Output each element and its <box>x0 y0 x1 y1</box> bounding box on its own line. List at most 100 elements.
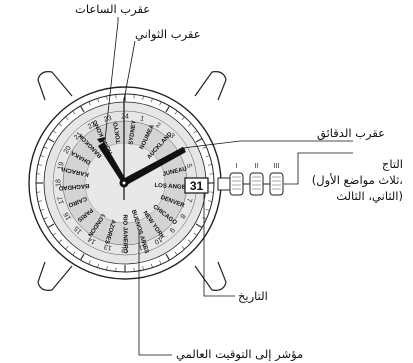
hour-numeral: 12 <box>121 246 129 253</box>
minute-tick <box>72 110 76 115</box>
city-name: TOKYO <box>113 121 122 143</box>
minute-tick <box>174 110 178 115</box>
hour-numeral: 9 <box>168 226 176 234</box>
hour-numeral: 13 <box>103 242 112 251</box>
city-name: SYDNEY <box>128 120 137 145</box>
leader-minute-hand <box>182 140 353 149</box>
leader-hour-hand <box>104 17 119 141</box>
crown-position-1 <box>229 172 244 196</box>
hour-numeral: 18 <box>56 179 63 187</box>
minute-tick <box>205 155 210 158</box>
label-crown-line1: التاج <box>382 157 403 171</box>
hour-numeral: 19 <box>57 161 66 170</box>
minute-tick <box>58 123 63 127</box>
minute-tick <box>195 223 203 229</box>
leader-crown <box>284 152 353 185</box>
minute-tick <box>47 223 55 229</box>
label-minute-hand: عقرب الدقائق <box>317 126 385 141</box>
hour-numeral: 16 <box>63 211 73 221</box>
hour-numeral: 3 <box>168 132 176 140</box>
minute-tick <box>208 200 213 202</box>
watch-lugs <box>37 71 227 291</box>
hour-numeral: 11 <box>138 242 147 251</box>
crown-position-label-3: III <box>274 163 280 170</box>
minute-tick <box>159 101 162 106</box>
hour-numeral: 21 <box>73 131 84 142</box>
date-window <box>184 177 209 194</box>
minute-ticks <box>36 94 214 272</box>
city-name: KARACHI <box>61 165 90 177</box>
crown-grip-lines <box>232 176 281 190</box>
hour-numeral: 14 <box>87 235 97 245</box>
minute-tick <box>205 208 210 211</box>
crown-position-label-1: I <box>236 163 238 170</box>
minute-tick <box>52 232 57 236</box>
hour-numeral: 17 <box>57 195 66 204</box>
minute-tick <box>79 253 85 261</box>
hour-numeral: 24 <box>121 114 129 121</box>
minute-tick <box>193 232 198 236</box>
leader-lines <box>104 17 353 356</box>
hour-numeral: 15 <box>73 224 84 235</box>
city-name: JUNEAU <box>162 166 187 178</box>
minute-tick <box>208 164 213 166</box>
hour-numeral: 2 <box>155 122 162 130</box>
minute-tick <box>65 245 69 250</box>
minute-tick <box>181 116 185 121</box>
minute-tick <box>97 98 100 103</box>
leader-second-hand <box>123 40 136 101</box>
hour-numeral: 7 <box>185 197 193 203</box>
crown-position-2 <box>249 172 264 196</box>
label-hour-hand: عقرب الساعات <box>75 2 150 17</box>
leader-date <box>203 193 235 297</box>
minute-hand <box>121 147 186 186</box>
minute-tick <box>88 101 91 106</box>
minute-tick <box>187 123 192 127</box>
minute-tick <box>159 260 162 265</box>
hour-numeral: 5 <box>185 163 193 169</box>
hour-hand-tip <box>97 137 105 143</box>
hour-numeral: 10 <box>153 235 163 245</box>
city-name: RIO JANEIRO <box>121 214 127 253</box>
label-date: التاريخ <box>238 289 268 304</box>
minute-tick <box>79 105 85 113</box>
minute-tick <box>193 130 198 134</box>
minute-tick <box>47 137 55 143</box>
hour-hand <box>98 142 128 183</box>
minute-tick <box>43 146 48 149</box>
label-crown-line3: الثاني، الثالث) <box>336 189 403 203</box>
minute-tick <box>106 266 108 271</box>
minute-tick <box>142 95 144 100</box>
minute-tick <box>202 146 207 149</box>
minute-tick <box>40 208 45 211</box>
hour-numeral: 1 <box>139 115 145 123</box>
minute-tick <box>97 263 100 268</box>
minute-tick <box>165 105 171 113</box>
minute-tick <box>72 251 76 256</box>
minute-tick <box>181 245 185 250</box>
leader-world-time <box>138 230 172 356</box>
minute-tick <box>174 251 178 256</box>
city-name: LOS ANGELES <box>154 183 197 192</box>
hour-numeral: 22 <box>87 121 97 131</box>
minute-tick <box>195 137 203 143</box>
minute-tick <box>37 200 42 202</box>
hour-numeral: 23 <box>103 115 112 124</box>
minute-tick <box>43 217 48 220</box>
minute-tick <box>65 116 69 121</box>
minute-tick <box>150 98 153 103</box>
date-value: 31 <box>190 179 204 193</box>
minute-tick <box>88 260 91 265</box>
crown-position-3 <box>269 172 284 196</box>
minute-tick <box>106 95 108 100</box>
label-world-time: مؤشر إلى التوقيت العالمي <box>176 347 303 362</box>
minute-tick <box>37 164 42 166</box>
minute-tick <box>52 130 57 134</box>
hour-numeral: 8 <box>178 213 186 220</box>
crown-position-label-2: II <box>255 163 259 170</box>
minute-tick <box>40 155 45 158</box>
minute-tick <box>150 263 153 268</box>
hour-numeral: 20 <box>63 145 73 155</box>
minute-tick <box>58 239 63 243</box>
